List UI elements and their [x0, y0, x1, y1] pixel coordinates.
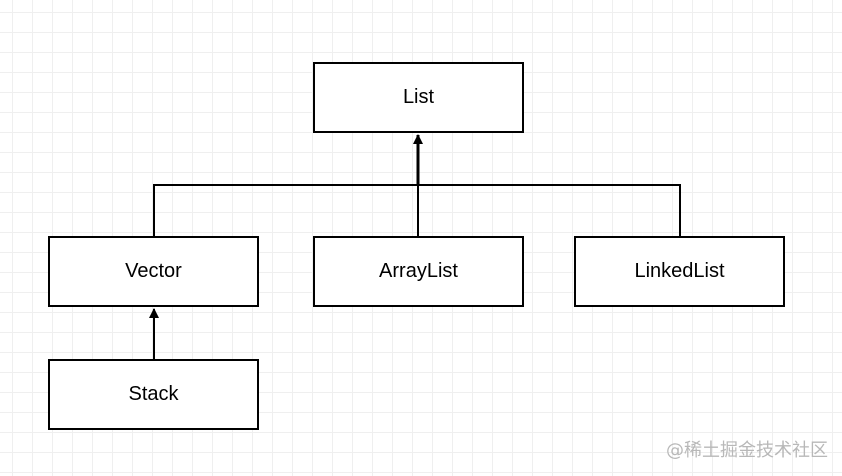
- watermark: @稀土掘金技术社区: [666, 440, 828, 461]
- edge-linkedlist-to-list: [418, 184, 681, 236]
- node-stack[interactable]: Stack: [48, 359, 259, 430]
- node-list-label: List: [402, 86, 435, 108]
- node-linkedlist-label: LinkedList: [634, 260, 725, 282]
- node-stack-label: Stack: [128, 383, 179, 405]
- edge-vector-to-list: [153, 184, 418, 236]
- node-arraylist-label: ArrayList: [379, 260, 458, 282]
- node-arraylist[interactable]: ArrayList: [313, 236, 524, 307]
- node-linkedlist[interactable]: LinkedList: [574, 236, 785, 307]
- node-vector[interactable]: Vector: [48, 236, 259, 307]
- node-list[interactable]: List: [313, 62, 524, 133]
- node-vector-label: Vector: [125, 260, 182, 282]
